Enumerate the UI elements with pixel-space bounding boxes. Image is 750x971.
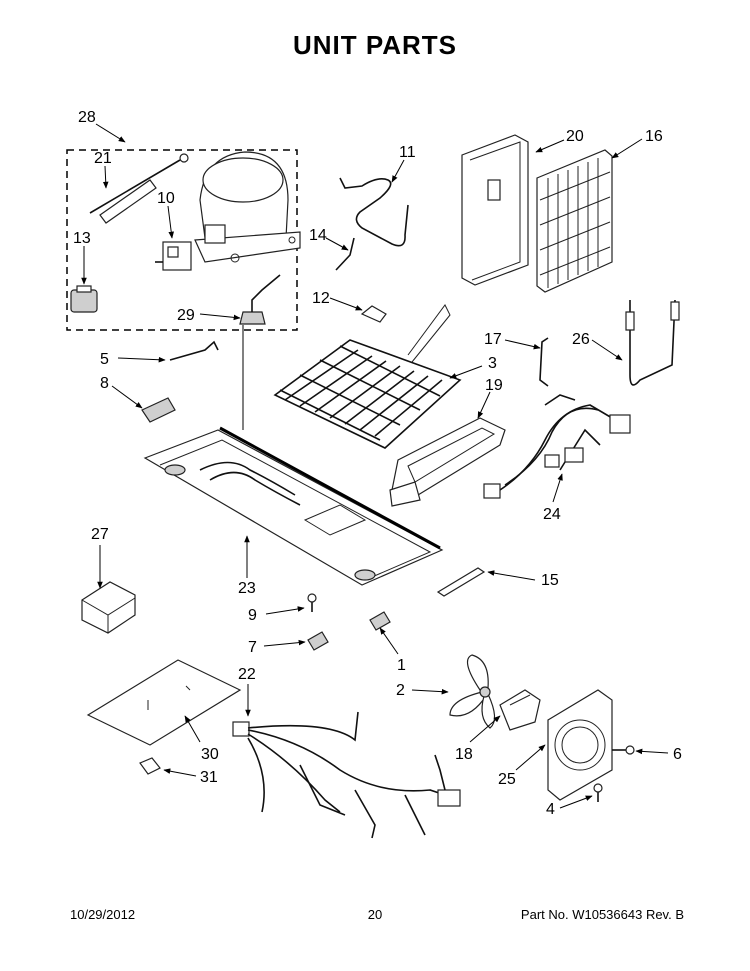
start-relay	[155, 241, 192, 271]
callout-label: 25	[498, 771, 516, 788]
callout-label: 28	[78, 109, 96, 126]
tie-strap	[436, 567, 486, 597]
suction-tube	[339, 177, 409, 247]
callout-label: 4	[546, 801, 555, 818]
base-pan	[143, 325, 444, 586]
callout-label: 7	[248, 639, 257, 656]
tube	[335, 237, 355, 271]
fan-motor	[499, 689, 541, 731]
screw	[307, 593, 317, 612]
callout-label: 13	[73, 230, 91, 247]
evaporator-coil	[536, 149, 613, 293]
callout-labels: 28 21 10 13 29 11 14 20 16 12 5 3 17 26 …	[73, 109, 682, 818]
screw	[593, 783, 603, 802]
wire-harness	[483, 394, 631, 499]
filter-drier	[89, 153, 189, 224]
page-title: UNIT PARTS	[292, 30, 458, 60]
callout-label: 12	[312, 290, 330, 307]
fan-blade	[449, 654, 496, 729]
compressor-assembly-box	[66, 149, 298, 331]
callout-label: 27	[91, 526, 109, 543]
tube	[539, 337, 549, 387]
callout-label: 10	[157, 190, 175, 207]
callout-label: 8	[100, 375, 109, 392]
wire-harness	[232, 711, 461, 839]
tube-assembly	[625, 299, 680, 386]
drain-tube	[169, 340, 219, 361]
callout-label: 5	[100, 351, 109, 368]
callout-label: 14	[309, 227, 327, 244]
bushing	[307, 631, 329, 651]
footer-part-number: Part No. W10536643 Rev. B	[520, 907, 684, 922]
screw	[612, 745, 635, 755]
compressor	[194, 151, 301, 263]
callout-label: 17	[484, 331, 502, 348]
callout-label: 2	[396, 682, 405, 699]
callout-label: 11	[399, 144, 416, 161]
callout-label: 6	[673, 746, 682, 763]
insulation-pad	[86, 659, 242, 746]
footer-page-number: 20	[367, 907, 383, 922]
footer-date: 10/29/2012	[70, 907, 136, 922]
callout-label: 24	[543, 506, 561, 523]
overload-protector	[70, 285, 98, 313]
callout-label: 23	[238, 580, 256, 597]
clip	[139, 757, 161, 775]
callout-label: 30	[201, 746, 219, 763]
callout-label: 15	[541, 572, 559, 589]
bushing	[369, 611, 391, 631]
condenser	[273, 304, 462, 449]
callout-label: 3	[488, 355, 497, 372]
drain-pan	[389, 417, 506, 507]
cover	[81, 581, 136, 634]
callout-label: 29	[177, 307, 195, 324]
leader-lines	[81, 123, 669, 809]
evaporator-cover	[461, 134, 529, 286]
grommet	[239, 311, 266, 325]
callout-label: 18	[455, 746, 473, 763]
compressor-wire	[251, 274, 281, 312]
callout-label: 31	[200, 769, 218, 786]
callout-label: 20	[566, 128, 584, 145]
sleeve	[141, 397, 176, 423]
clip	[360, 305, 387, 323]
callout-label: 22	[238, 666, 256, 683]
callout-label: 16	[645, 128, 663, 145]
callout-label: 26	[572, 331, 590, 348]
callout-label: 19	[485, 377, 503, 394]
callout-label: 21	[94, 150, 112, 167]
callout-label: 1	[397, 657, 406, 674]
fan-shroud	[547, 689, 613, 801]
callout-label: 9	[248, 607, 257, 624]
